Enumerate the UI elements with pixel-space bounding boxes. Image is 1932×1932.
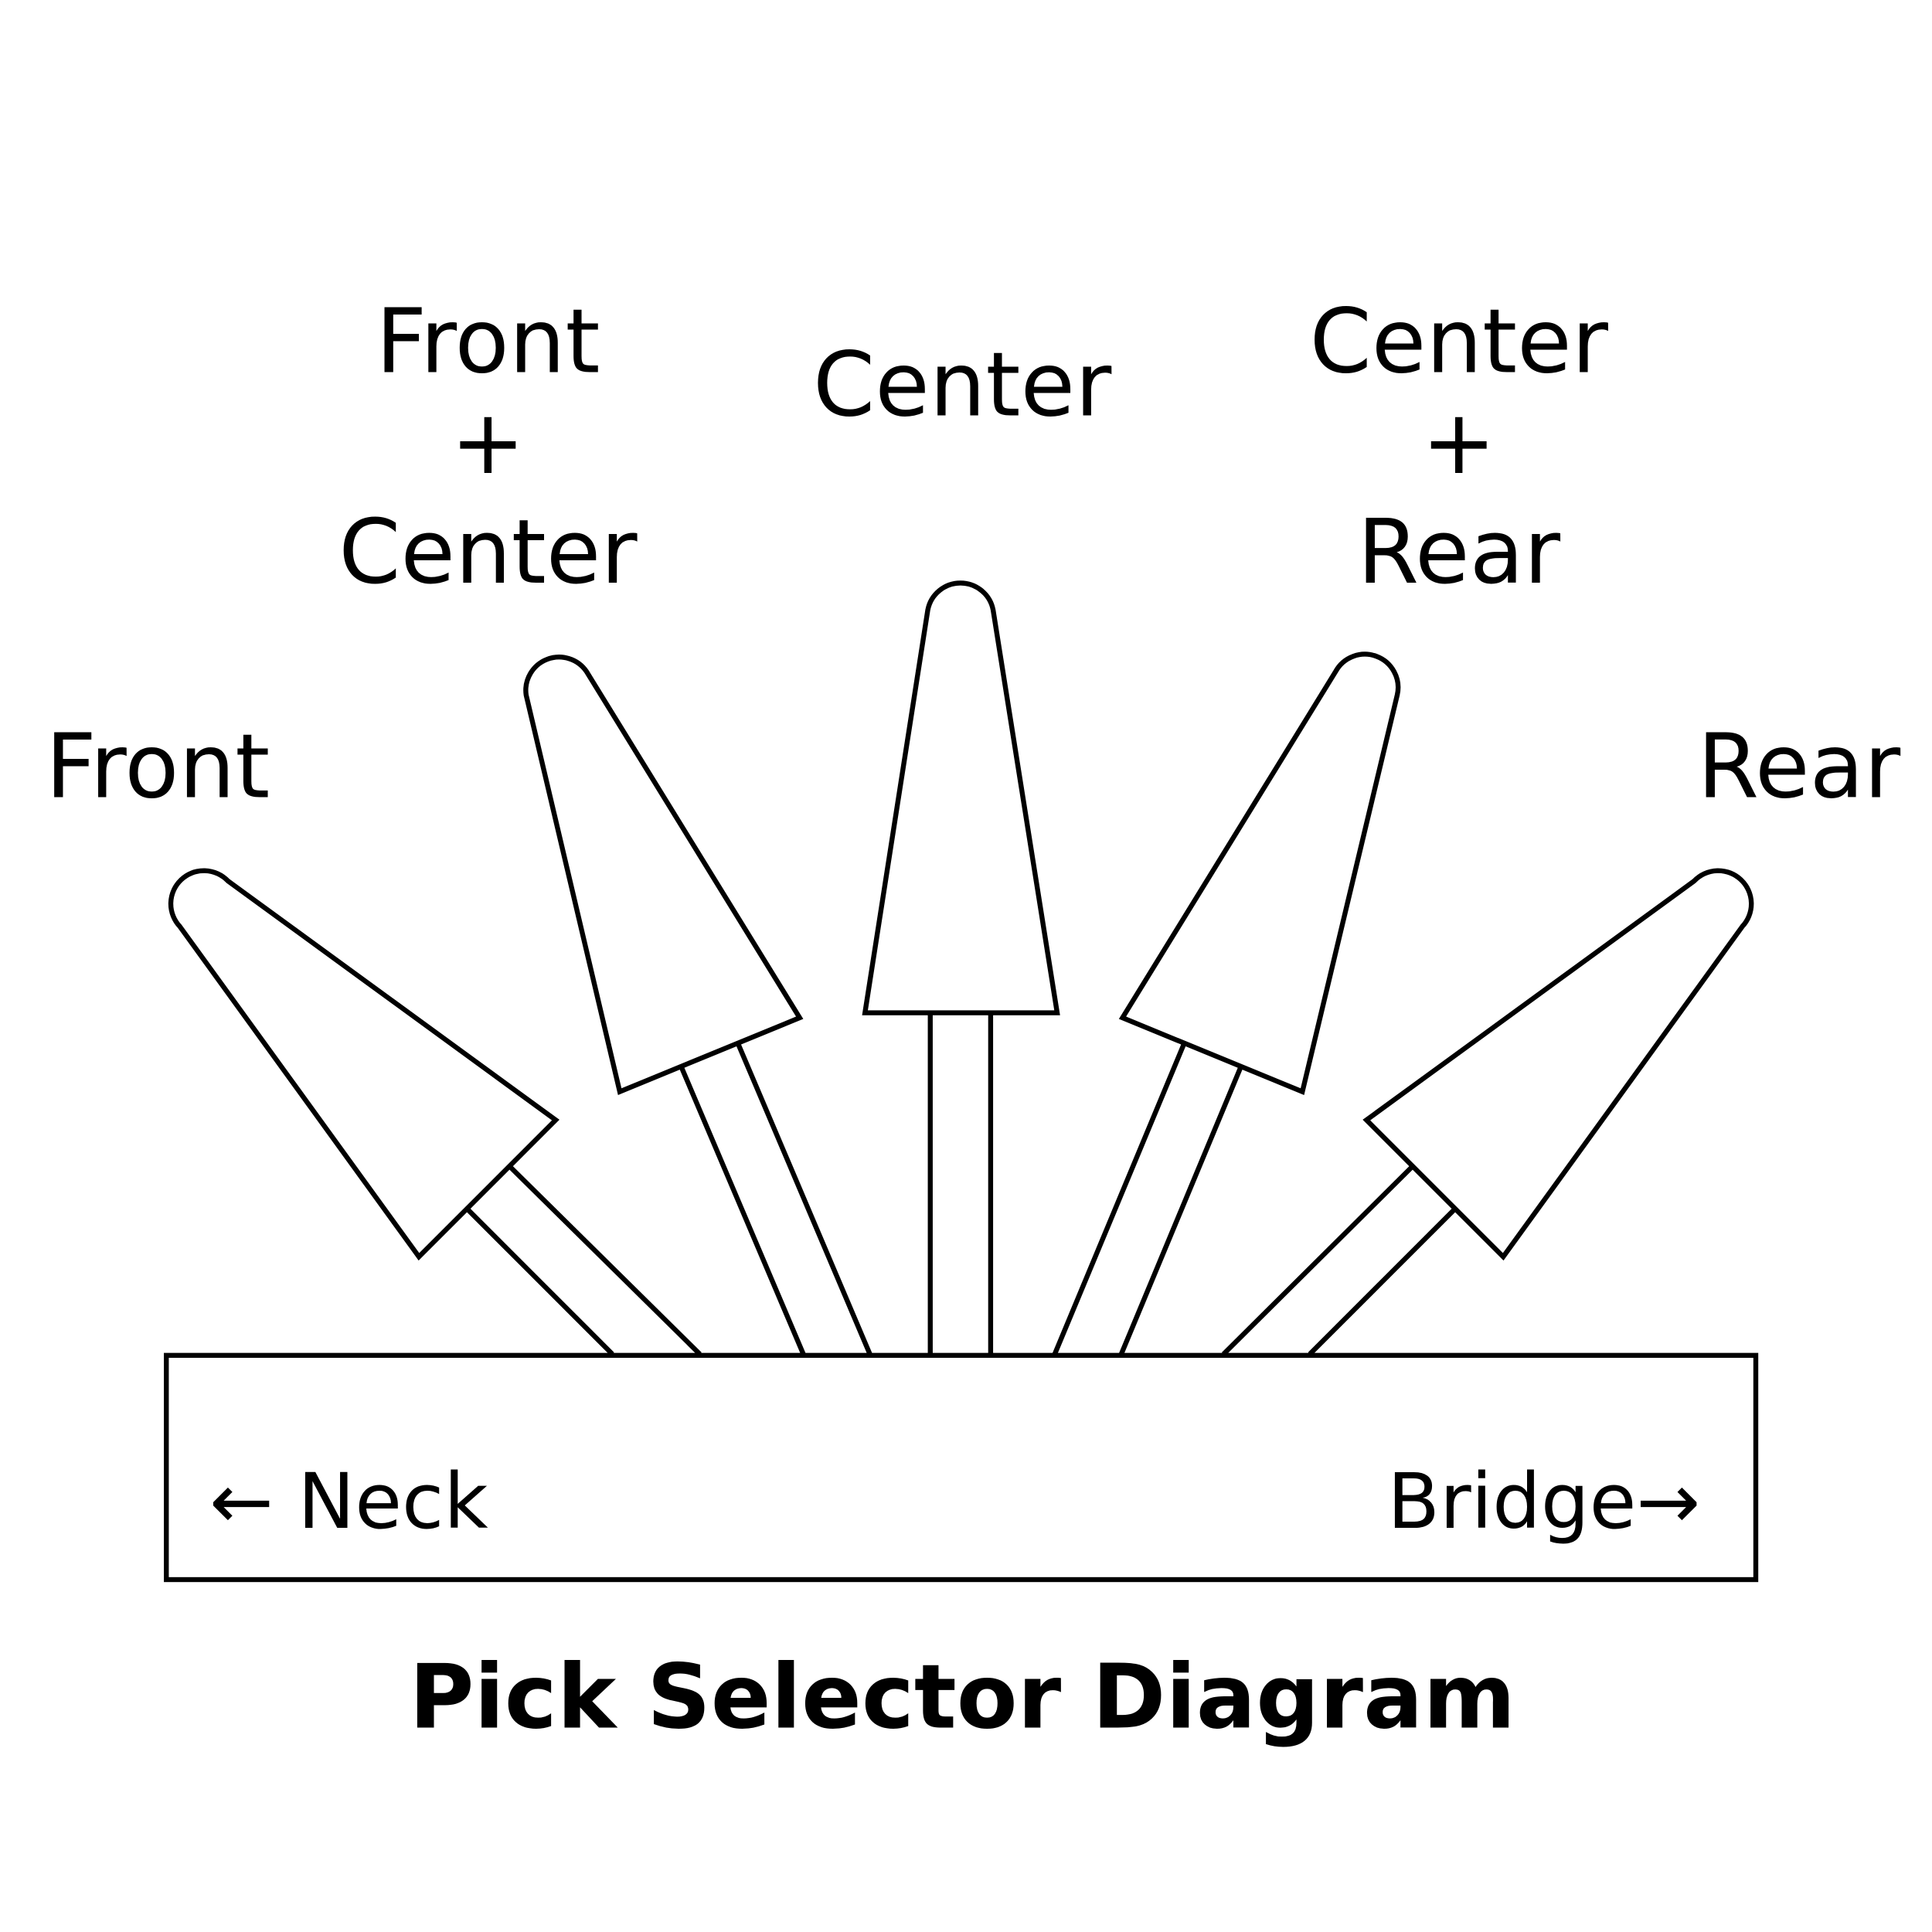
- pick-center-rear-shaft-left: [1052, 1043, 1187, 1355]
- label-center-rear-line1: Center: [1310, 291, 1609, 394]
- diagram-title: Pick Selector Diagram: [409, 1645, 1515, 1749]
- pick-center-rear-shaft-right: [1118, 1066, 1243, 1355]
- pick-front-center-shaft-right: [736, 1043, 872, 1355]
- pick-center: [862, 580, 1060, 1355]
- pick-rear-shaft-right: [1308, 1208, 1456, 1356]
- label-rear: Rear: [1697, 716, 1901, 819]
- pick-rear: [1221, 868, 1754, 1356]
- pickup-base-box: [164, 1352, 1759, 1583]
- label-front-center-line1: Front: [376, 291, 600, 394]
- pick-front-center-head: [523, 655, 804, 1095]
- label-center: Center: [813, 333, 1112, 437]
- label-center-rear-line3: Rear: [1357, 501, 1561, 604]
- pick-front-head: [168, 868, 560, 1261]
- pick-front-center-shaft-left: [679, 1066, 806, 1355]
- pick-rear-shaft-left: [1221, 1165, 1414, 1356]
- pick-front: [168, 868, 702, 1356]
- pick-center-rear-head: [1118, 651, 1401, 1095]
- pick-center-rear: [1052, 651, 1401, 1355]
- label-front-center-line2: +: [451, 391, 525, 495]
- label-front: Front: [46, 716, 270, 819]
- pick-rear-head: [1362, 868, 1754, 1261]
- bridge-label: Bridge→: [1387, 1458, 1700, 1546]
- label-front-center-line3: Center: [338, 501, 638, 604]
- neck-label: ← Neck: [209, 1458, 488, 1546]
- pick-front-shaft-right: [508, 1165, 702, 1356]
- pick-front-center: [523, 655, 872, 1355]
- label-center-rear-line2: +: [1422, 391, 1496, 495]
- pick-center-head: [862, 580, 1060, 1015]
- pick-front-shaft-left: [466, 1208, 614, 1356]
